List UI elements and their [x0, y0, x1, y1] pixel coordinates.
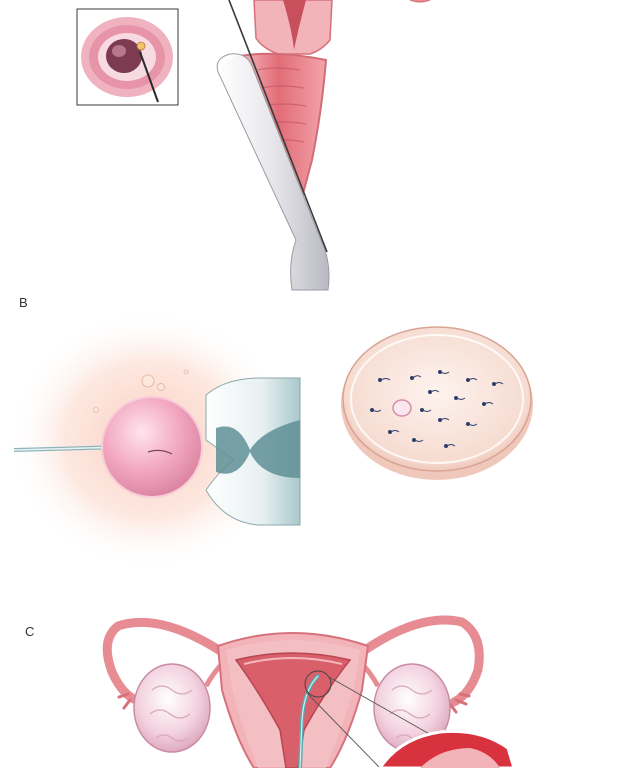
needle-icon	[139, 51, 159, 103]
needle-icon	[228, 0, 328, 253]
panel-label-b: B	[19, 295, 28, 310]
egg-cell-icon	[101, 396, 203, 498]
petri-dish-icon	[341, 326, 533, 480]
panel-label-c: C	[25, 624, 35, 639]
fallopian-tube-right	[357, 615, 484, 707]
panel-b-fertilization	[8, 310, 533, 570]
uterus-cervix	[253, 0, 333, 55]
panel-c-embryo-transfer	[102, 615, 516, 768]
ultrasound-probe	[216, 53, 330, 291]
egg-cell-icon	[392, 399, 412, 417]
fallopian-tube-left	[102, 617, 227, 705]
ovary-icon	[133, 663, 211, 753]
sperm-icon	[370, 370, 504, 448]
magnifier-inset-icon	[304, 670, 332, 698]
panel-a-egg-retrieval	[76, 0, 431, 291]
ovary-icon	[373, 663, 451, 753]
magnified-view	[378, 729, 516, 768]
pipette-icon	[205, 377, 301, 526]
uterus-icon	[216, 632, 370, 768]
follicle-inset	[76, 8, 179, 106]
